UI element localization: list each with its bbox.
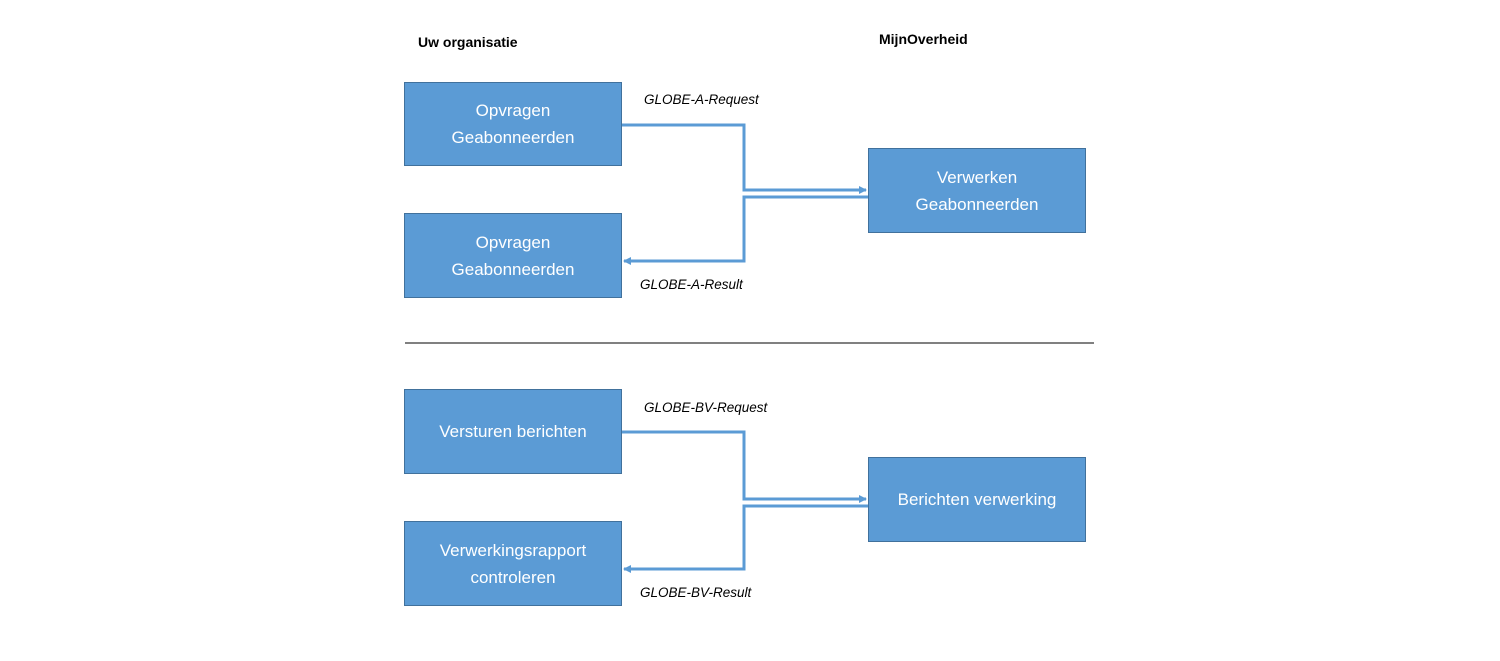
box-line: Geabonneerden — [915, 194, 1039, 214]
berichten-verwerking-box: Berichten verwerking — [868, 457, 1086, 542]
box-line: controleren — [470, 567, 556, 587]
globe-bv-request-arrow — [622, 430, 867, 503]
verwerkingsrapport-controleren-box: Verwerkingsrapport controleren — [404, 521, 622, 606]
opvragen-geabonneerden-result-box: Opvragen Geabonneerden — [404, 213, 622, 298]
mijnoverheid-header: MijnOverheid — [879, 31, 968, 47]
globe-bv-request-label: GLOBE-BV-Request — [644, 400, 768, 415]
verwerken-geabonneerden-box: Verwerken Geabonneerden — [868, 148, 1086, 233]
globe-a-request-arrow — [622, 123, 867, 194]
box-line: Opvragen — [475, 101, 551, 120]
box-line: Opvragen — [475, 232, 551, 252]
globe-a-result-label: GLOBE-A-Result — [640, 277, 743, 292]
versturen-berichten-box: Versturen berichten — [404, 389, 622, 474]
box-line: Geabonneerden — [451, 128, 575, 147]
organisation-header: Uw organisatie — [418, 34, 518, 50]
box-line: Verwerken — [936, 167, 1018, 187]
globe-a-result-arrow — [623, 195, 868, 265]
box-line: Geabonneerden — [451, 259, 575, 279]
globe-bv-result-arrow — [623, 504, 868, 573]
box-line: Verwerkingsrapport — [439, 540, 587, 560]
opvragen-geabonneerden-request-box: Opvragen Geabonneerden — [404, 82, 622, 166]
box-line: Versturen berichten — [439, 422, 587, 441]
globe-a-request-label: GLOBE-A-Request — [644, 92, 759, 107]
globe-bv-result-label: GLOBE-BV-Result — [640, 585, 752, 600]
box-line: Berichten verwerking — [897, 490, 1057, 509]
